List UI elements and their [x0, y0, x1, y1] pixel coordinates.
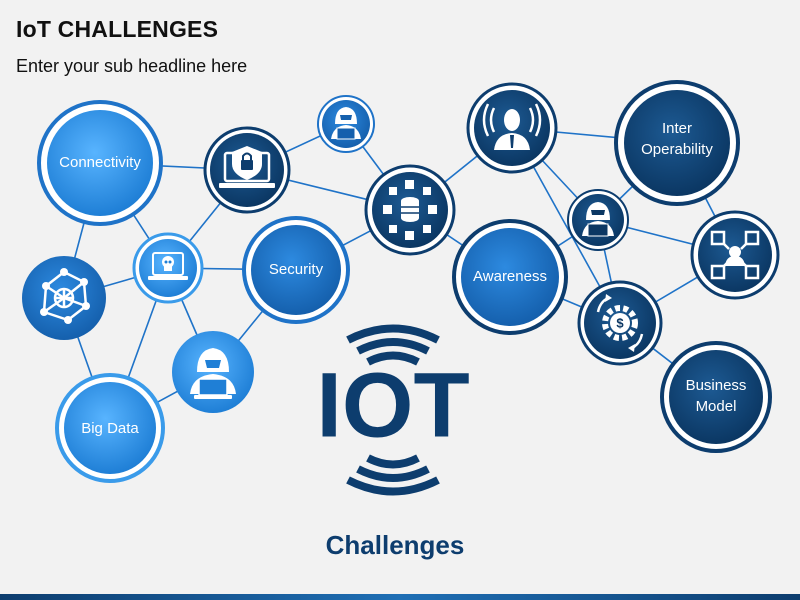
inter-operability-label-line2: Operability [641, 141, 713, 158]
node-business-model: Business Model [660, 341, 772, 453]
page-title: IoT CHALLENGES [16, 16, 219, 42]
user-signal-icon [466, 82, 558, 174]
svg-text:$: $ [616, 315, 624, 330]
connectivity-label: Connectivity [59, 154, 141, 171]
security-label: Security [269, 261, 324, 278]
hacker-laptop-icon [567, 189, 629, 251]
inter-operability-label-line1: Inter [662, 120, 692, 137]
big-data-label: Big Data [81, 420, 139, 437]
hacker-laptop-icon [317, 95, 375, 153]
bottom-accent-bar [0, 594, 800, 600]
skull-laptop-icon [132, 232, 204, 304]
node-connectivity: Connectivity [37, 100, 163, 226]
page-subtitle: Enter your sub headline here [16, 56, 248, 76]
dollar-gear-icon: $ [577, 280, 663, 366]
node-inter-operability: Inter Operability [614, 80, 740, 206]
database-network-icon [364, 164, 456, 256]
center-caption: Challenges [325, 530, 465, 560]
node-awareness: Awareness [452, 219, 568, 335]
business-model-label-line2: Model [696, 398, 737, 415]
network-globe-icon [22, 256, 106, 340]
blockchain-icon [690, 210, 780, 300]
awareness-label: Awareness [473, 268, 547, 285]
node-big-data: Big Data [55, 373, 165, 483]
business-model-label-line1: Business [686, 377, 747, 394]
iot-logo: IOT [316, 324, 470, 496]
signal-waves-icon [346, 324, 440, 496]
node-security: Security [242, 216, 350, 324]
hacker-laptop-icon [172, 331, 254, 413]
laptop-lock-icon [203, 126, 291, 214]
iot-logo-text: IOT [316, 354, 469, 456]
